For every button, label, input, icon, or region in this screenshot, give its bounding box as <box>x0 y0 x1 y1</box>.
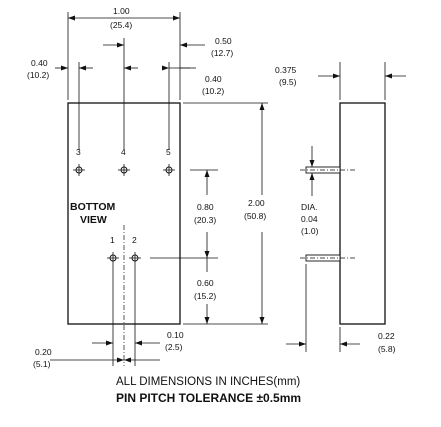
dim-center-arrows <box>103 42 124 48</box>
caption-units: ALL DIMENSIONS IN INCHES(mm) <box>116 376 300 388</box>
module-body-side-view <box>339 102 386 325</box>
dim-pin-diameter: DIA. 0.04 (1.0) <box>301 146 319 236</box>
pin-label-1: 1 <box>110 235 115 245</box>
svg-text:DIA.: DIA. <box>301 202 318 212</box>
svg-text:(12.7): (12.7) <box>211 48 233 58</box>
dim-width-overall: 1.00 (25.4) <box>68 6 180 30</box>
dim-pin-length: 0.22 (5.8) <box>286 264 396 354</box>
svg-text:(10.2): (10.2) <box>202 86 224 96</box>
svg-text:(2.5): (2.5) <box>165 342 183 352</box>
caption-tolerance: PIN PITCH TOLERANCE ±0.5mm <box>116 391 301 405</box>
pin-2 <box>129 252 141 264</box>
side-pin-lower <box>300 254 355 262</box>
view-label-line1: BOTTOM <box>70 201 116 213</box>
svg-text:0.04: 0.04 <box>301 214 318 224</box>
side-pin-upper <box>300 166 355 174</box>
dim-left-offset: 0.40 (10.2) <box>27 58 93 80</box>
svg-text:0.10: 0.10 <box>167 330 184 340</box>
svg-text:(20.3): (20.3) <box>194 215 216 225</box>
svg-text:(9.5): (9.5) <box>279 77 297 87</box>
svg-text:(25.4): (25.4) <box>110 20 132 30</box>
svg-text:0.40: 0.40 <box>31 58 48 68</box>
svg-text:(5.1): (5.1) <box>33 359 51 369</box>
dim-right-offset: 0.50 (12.7) <box>180 36 233 58</box>
dim-height-overall: 2.00 (50.8) <box>244 103 266 324</box>
pin-label-3: 3 <box>76 147 81 157</box>
dim-thickness: 0.375 (9.5) <box>275 62 406 100</box>
svg-text:0.22: 0.22 <box>378 331 395 341</box>
dim-pin-pitch-top: 0.40 (10.2) <box>124 65 224 96</box>
pin-label-4: 4 <box>121 147 126 157</box>
svg-text:1.00: 1.00 <box>113 6 130 16</box>
svg-text:0.60: 0.60 <box>197 278 214 288</box>
dim-pin-pitch-bottom: 0.10 (2.5) <box>124 330 184 363</box>
svg-text:(5.8): (5.8) <box>378 344 396 354</box>
svg-text:0.80: 0.80 <box>197 202 214 212</box>
svg-text:(1.0): (1.0) <box>301 226 319 236</box>
pin-3 <box>73 164 85 176</box>
dim-row-spacing: 0.80 (20.3) <box>194 170 216 258</box>
svg-text:(50.8): (50.8) <box>244 211 266 221</box>
pin-label-2: 2 <box>132 235 137 245</box>
svg-text:0.50: 0.50 <box>215 36 232 46</box>
svg-text:2.00: 2.00 <box>248 198 265 208</box>
dim-bottom-left-offset: 0.20 (5.1) <box>33 340 124 369</box>
svg-text:0.375: 0.375 <box>275 65 297 75</box>
svg-text:0.20: 0.20 <box>35 347 52 357</box>
pin-4 <box>118 164 130 176</box>
svg-text:(15.2): (15.2) <box>194 291 216 301</box>
svg-text:0.40: 0.40 <box>205 74 222 84</box>
svg-text:(10.2): (10.2) <box>27 70 49 80</box>
pin-1 <box>107 252 119 264</box>
dim-pin-to-bottom: 0.60 (15.2) <box>194 258 216 324</box>
pin-5 <box>163 164 175 176</box>
pin-label-5: 5 <box>166 147 171 157</box>
view-label-line2: VIEW <box>80 214 107 226</box>
